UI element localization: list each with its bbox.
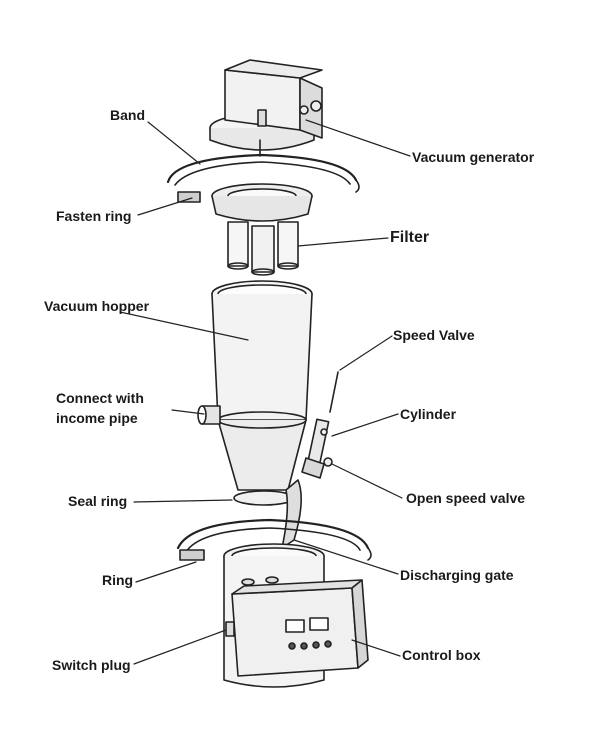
leader-filter <box>297 237 389 247</box>
leader-control-box <box>351 639 401 657</box>
label-seal-ring: Seal ring <box>68 493 128 509</box>
leader-cylinder <box>331 413 399 437</box>
leader-seal-ring <box>133 499 233 503</box>
leader-open-speed-valve <box>331 463 403 499</box>
leader-switch-plug <box>133 629 227 665</box>
label-discharging-gate: Discharging gate <box>400 567 514 583</box>
label-speed-valve: Speed Valve <box>393 327 475 343</box>
leader-speed-valve <box>339 335 393 371</box>
label-band: Band <box>110 107 145 123</box>
ring-part <box>176 518 372 561</box>
label-vacuum-generator: Vacuum generator <box>412 149 535 165</box>
label-control-box: Control box <box>402 647 481 663</box>
cylinder-part <box>301 371 339 479</box>
leader-vacuum-generator <box>305 119 411 157</box>
seal-ring-part <box>233 490 295 506</box>
label-fasten-ring: Fasten ring <box>56 208 132 224</box>
label-vacuum-hopper: Vacuum hopper <box>44 298 150 314</box>
label-open-speed-valve: Open speed valve <box>406 490 526 506</box>
label-connect-with-income-pipe: Connect with income pipe <box>56 390 144 426</box>
label-switch-plug: Switch plug <box>52 657 131 673</box>
leader-ring <box>135 561 197 583</box>
label-filter: Filter <box>390 229 430 246</box>
leader-inlet <box>171 409 205 415</box>
control-box-part <box>223 543 369 688</box>
label-ring: Ring <box>102 572 134 588</box>
leader-vacuum-hopper <box>119 311 249 341</box>
vacuum-generator-part <box>209 59 323 157</box>
label-cylinder: Cylinder <box>400 406 457 422</box>
filter-part <box>211 183 313 276</box>
leader-fasten-ring <box>137 197 193 216</box>
leader-discharging-gate <box>293 539 399 575</box>
leader-lines <box>119 119 411 665</box>
leader-band <box>147 121 201 165</box>
band-part <box>166 153 360 203</box>
vacuum-hopper-part <box>197 280 313 491</box>
